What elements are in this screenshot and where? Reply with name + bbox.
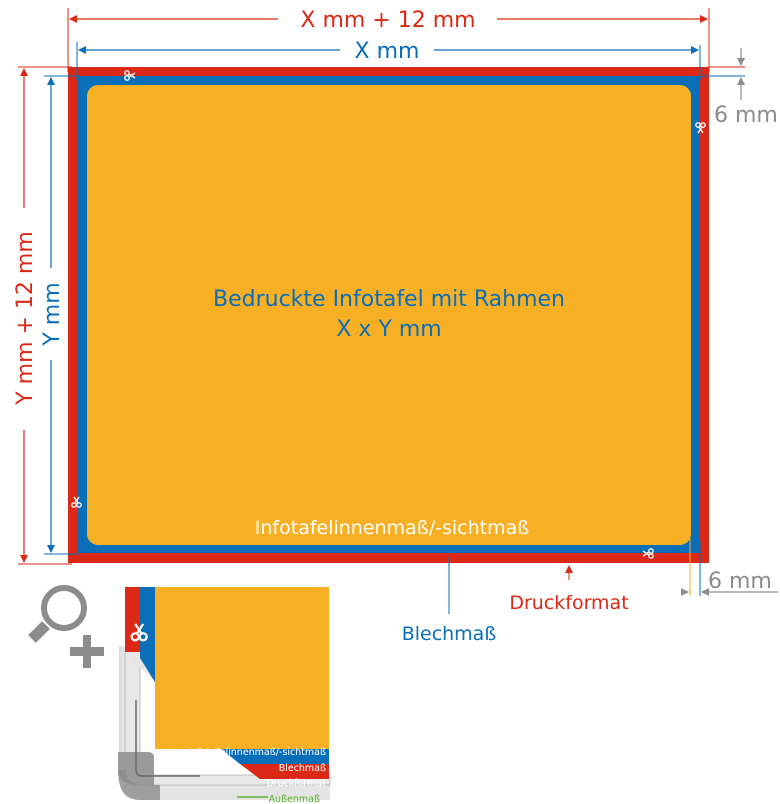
inset-druckformat-band [240, 764, 329, 779]
panel-title: Bedruckte Infotafel mit Rahmen [213, 287, 565, 312]
inset-label-aussenmass: Außenmaß [269, 794, 320, 804]
top-margin-dimension: 6 mm [700, 48, 778, 128]
inner-visible-area [87, 85, 691, 545]
inner-dimension-label: Infotafelinnenmaß/-sichtmaß [255, 517, 529, 539]
inner-height-label: Y mm [40, 282, 65, 346]
druckformat-callout: Druckformat [509, 565, 629, 614]
outer-width-dimension: X mm + 12 mm [67, 8, 710, 72]
outer-height-label: Y mm + 12 mm [13, 231, 38, 406]
top-margin-label: 6 mm [714, 103, 778, 128]
inset-label-blechmass: Blechmaß [279, 763, 326, 774]
inner-height-dimension: Y mm [40, 75, 80, 555]
inset-label-druckformat: Druckformat [266, 778, 326, 789]
blechmass-callout: Blechmaß [402, 557, 497, 645]
outer-height-dimension: Y mm + 12 mm [13, 66, 72, 565]
scissors-icon [642, 548, 654, 559]
zoom-in-icon[interactable] [28, 585, 104, 668]
inset-blechmass-strip [140, 587, 155, 682]
bottom-margin-dimension: 6 mm [681, 535, 778, 596]
blechmass-label: Blechmaß [402, 623, 497, 645]
panel-size: X x Y mm [336, 317, 441, 342]
scissors-icon [130, 623, 148, 642]
inset-blechmass-band [221, 749, 329, 764]
scissors-icon [695, 122, 706, 134]
scissors-icon [71, 496, 82, 508]
inner-width-dimension: X mm [76, 39, 701, 80]
druckformat-label: Druckformat [509, 592, 628, 614]
inner-width-label: X mm [355, 39, 420, 64]
bottom-margin-label: 6 mm [708, 569, 772, 594]
corner-detail-inset: Infotafelinnenmaß/-sichtmaß Blechmaß Dru… [118, 587, 331, 804]
outer-width-label: X mm + 12 mm [300, 8, 475, 33]
scissors-icon [124, 70, 136, 81]
inset-label-inner: Infotafelinnenmaß/-sichtmaß [189, 747, 326, 758]
main-panel [68, 67, 709, 563]
